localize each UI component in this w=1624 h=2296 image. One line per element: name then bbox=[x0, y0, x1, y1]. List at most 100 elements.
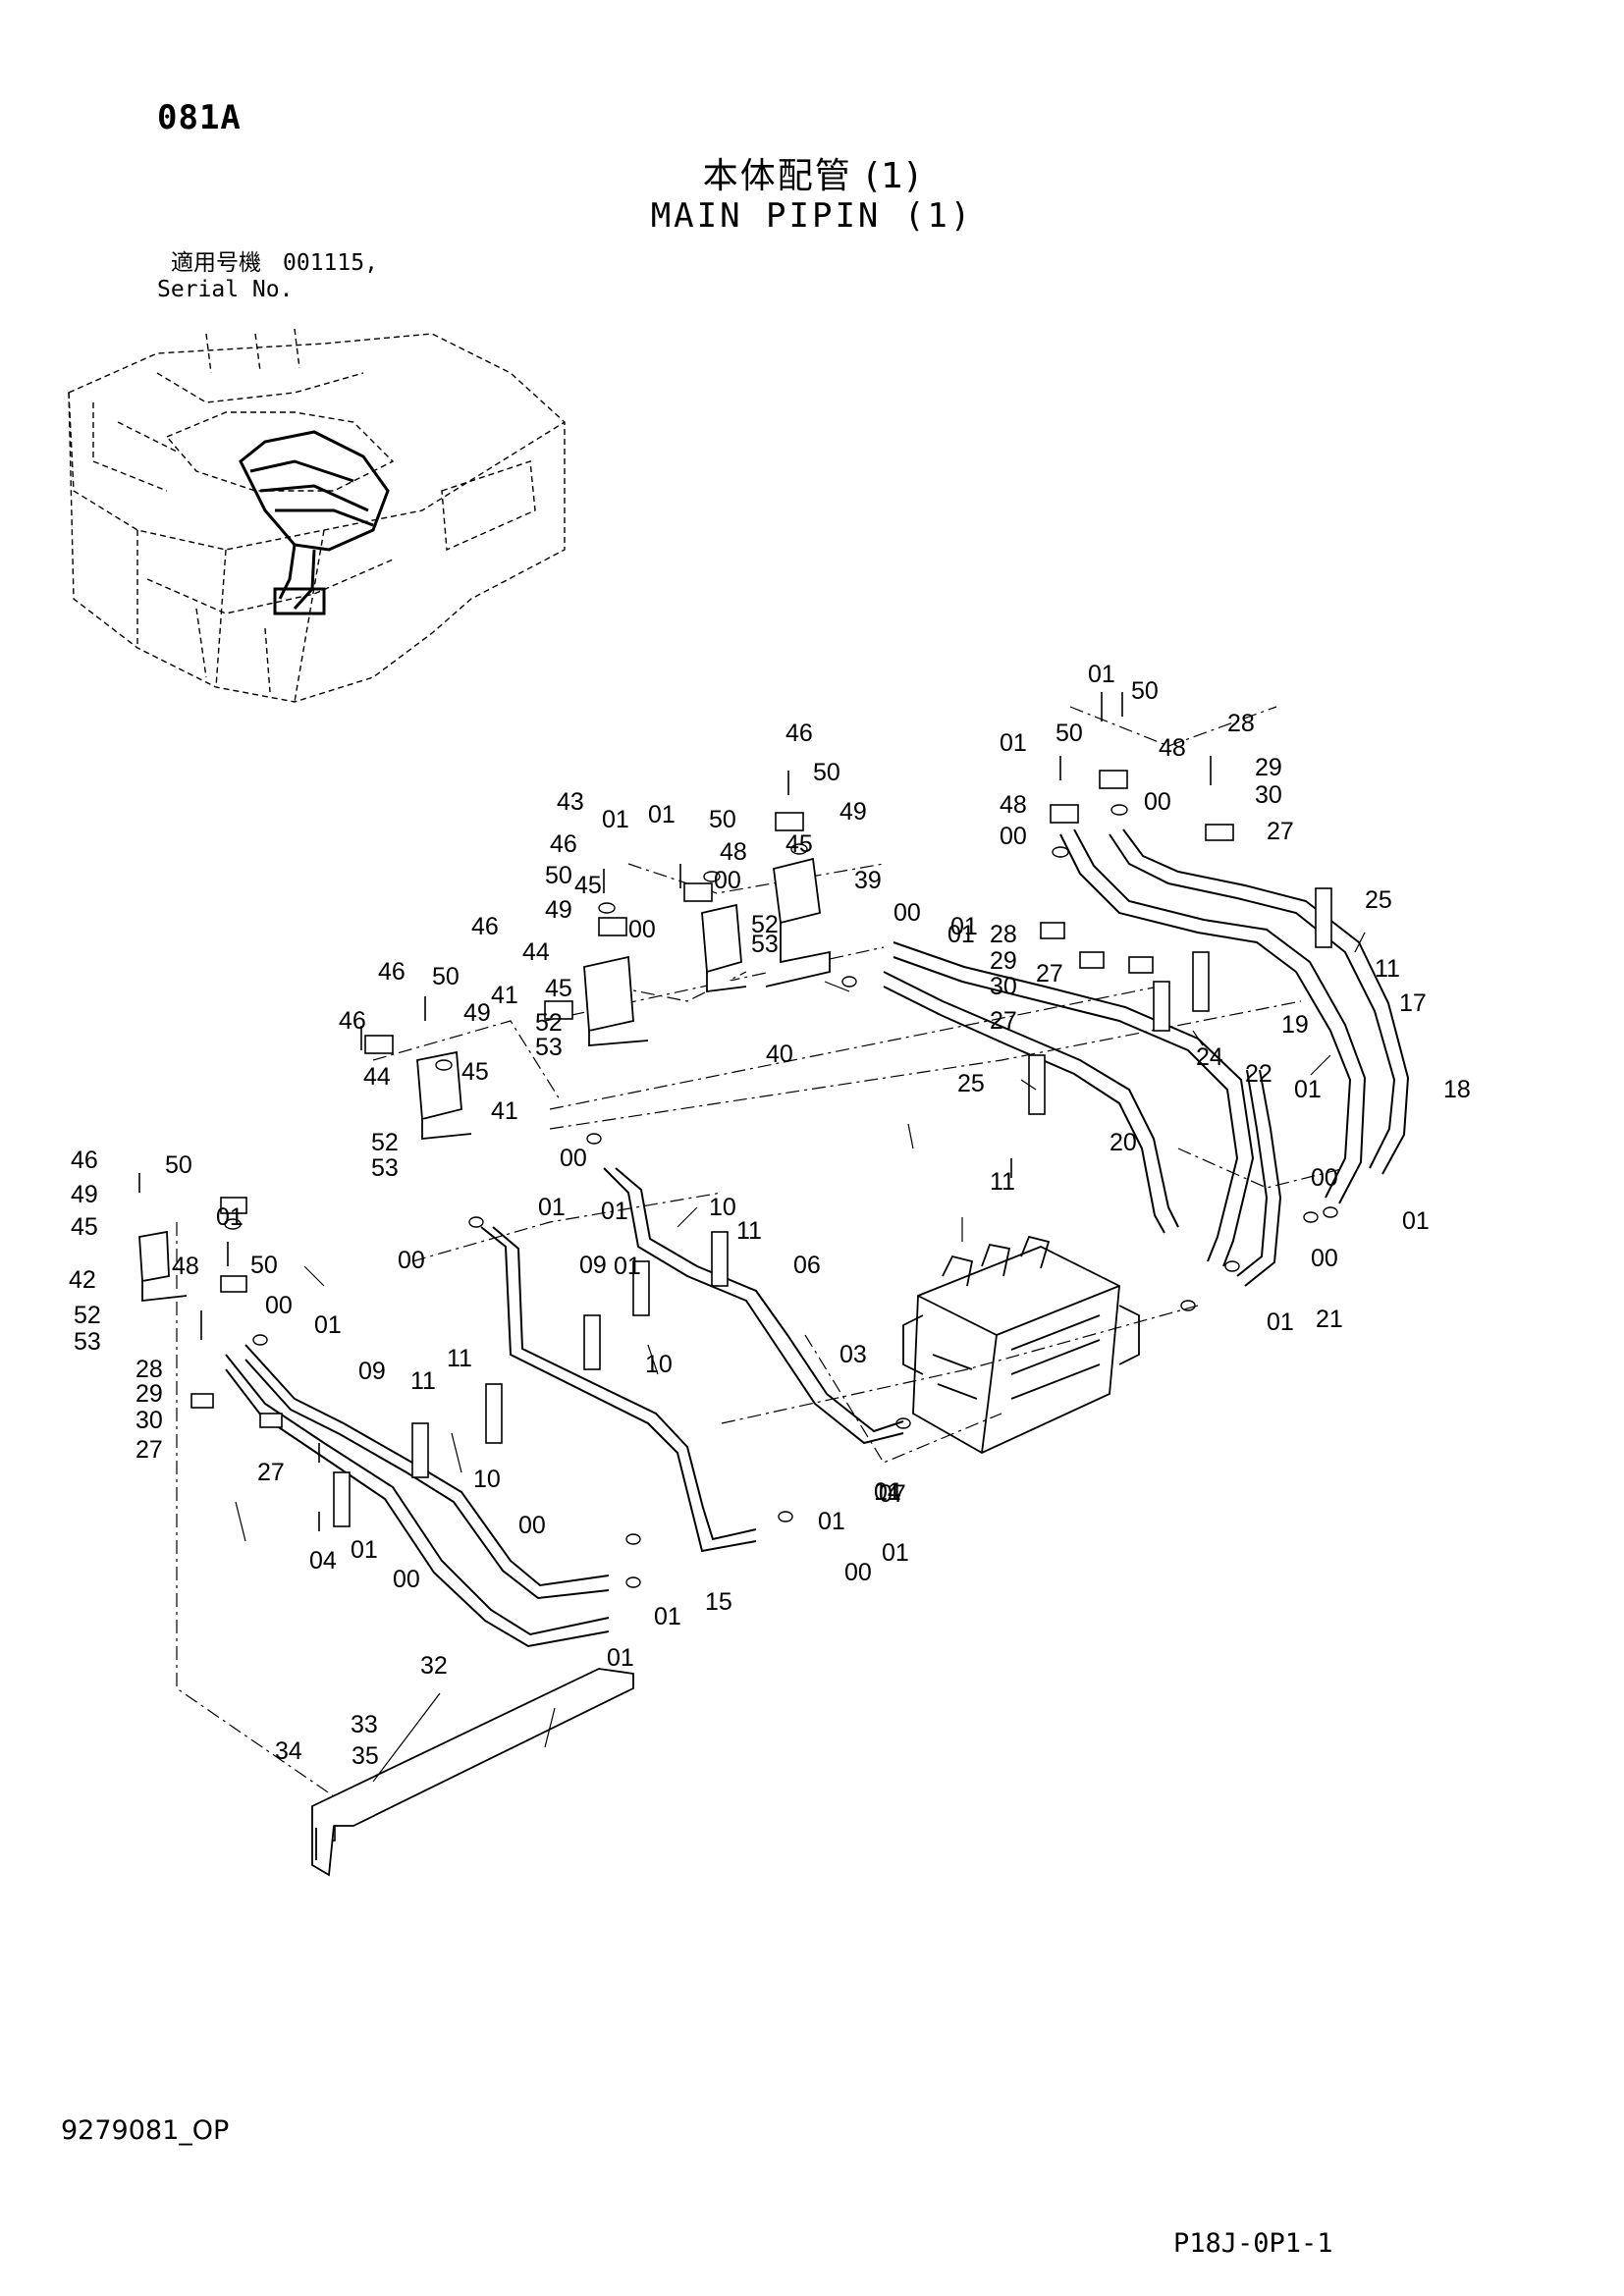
callout: 50 bbox=[1056, 720, 1083, 747]
callout: 45 bbox=[461, 1058, 489, 1086]
callout: 30 bbox=[1255, 781, 1282, 809]
callout: 45 bbox=[574, 872, 602, 899]
callout: 29 bbox=[135, 1380, 163, 1408]
callout: 48 bbox=[1000, 791, 1027, 819]
callout: 49 bbox=[463, 999, 491, 1027]
callout: 46 bbox=[71, 1147, 98, 1174]
callout: 20 bbox=[1110, 1129, 1137, 1156]
callout: 01 bbox=[601, 1198, 628, 1225]
callout: 35 bbox=[352, 1742, 379, 1770]
callout: 01 bbox=[314, 1311, 342, 1339]
callout: 03 bbox=[839, 1341, 867, 1368]
callout: 44 bbox=[363, 1063, 391, 1091]
callout: 46 bbox=[550, 830, 577, 858]
callout: 48 bbox=[1159, 734, 1186, 762]
callout: 01 bbox=[614, 1253, 641, 1280]
callout: 24 bbox=[1196, 1043, 1223, 1071]
callout: 01 bbox=[216, 1203, 244, 1231]
callout: 01 bbox=[1088, 661, 1115, 688]
reference-lines bbox=[176, 706, 1346, 1797]
callout: 42 bbox=[69, 1266, 96, 1294]
callout: 28 bbox=[1227, 710, 1255, 737]
callout: 00 bbox=[1311, 1245, 1338, 1272]
callout: 01 bbox=[1402, 1207, 1430, 1235]
callout: 15 bbox=[705, 1588, 732, 1616]
callout: 10 bbox=[473, 1466, 501, 1493]
callout: 01 bbox=[874, 1478, 901, 1506]
callout: 32 bbox=[420, 1652, 448, 1680]
callout: 40 bbox=[766, 1041, 793, 1068]
callout: 18 bbox=[1443, 1076, 1471, 1103]
serial-value: 001115, bbox=[283, 250, 378, 276]
callout: 09 bbox=[358, 1358, 386, 1385]
callout: 45 bbox=[71, 1213, 98, 1241]
callout: 50 bbox=[813, 759, 840, 786]
frame-rail bbox=[311, 1668, 634, 1877]
callout: 27 bbox=[1036, 960, 1063, 988]
callout: 01 bbox=[950, 913, 978, 940]
callout: 01 bbox=[947, 921, 975, 948]
callout: 07 bbox=[879, 1480, 906, 1508]
callout: 22 bbox=[1245, 1060, 1272, 1088]
callout: 00 bbox=[1144, 788, 1171, 816]
page-code: 081A bbox=[157, 98, 242, 137]
callout: 00 bbox=[844, 1559, 872, 1586]
callout: 11 bbox=[410, 1367, 436, 1395]
callout: 34 bbox=[275, 1737, 302, 1765]
callout: 01 bbox=[654, 1603, 681, 1630]
leader-lines bbox=[235, 932, 1366, 1783]
callout: 28 bbox=[990, 921, 1017, 948]
callout: 53 bbox=[751, 931, 779, 958]
control-valve bbox=[902, 1235, 1140, 1455]
callout: 43 bbox=[557, 788, 584, 816]
callout: 29 bbox=[990, 947, 1017, 975]
callout: 30 bbox=[990, 973, 1017, 1000]
callout: 29 bbox=[1255, 754, 1282, 781]
callout: 00 bbox=[714, 867, 741, 894]
callout: 25 bbox=[1365, 886, 1392, 914]
document-id: 9279081_OP bbox=[61, 2115, 230, 2146]
valve-blocks bbox=[138, 857, 831, 1303]
o-rings bbox=[224, 804, 1338, 1588]
callout: 00 bbox=[393, 1566, 420, 1593]
pipes bbox=[225, 828, 1410, 1648]
callout: 41 bbox=[491, 1097, 518, 1125]
callout: 27 bbox=[990, 1007, 1017, 1035]
callout: 44 bbox=[522, 938, 550, 966]
callout: 21 bbox=[1316, 1306, 1343, 1333]
callout: 04 bbox=[309, 1547, 337, 1575]
callout: 01 bbox=[648, 801, 676, 828]
callout: 27 bbox=[135, 1436, 163, 1464]
callout: 00 bbox=[398, 1247, 425, 1274]
callout: 11 bbox=[990, 1168, 1015, 1196]
callout: 01 bbox=[1294, 1076, 1322, 1103]
callout: 45 bbox=[785, 830, 813, 858]
callout: 28 bbox=[135, 1356, 163, 1383]
callout: 46 bbox=[378, 958, 406, 986]
callout: 11 bbox=[736, 1217, 762, 1245]
callout: 49 bbox=[839, 798, 867, 826]
callout: 00 bbox=[518, 1512, 546, 1539]
callout: 53 bbox=[74, 1328, 101, 1356]
callout: 49 bbox=[71, 1181, 98, 1208]
callout: 50 bbox=[709, 806, 736, 833]
callout: 52 bbox=[371, 1129, 399, 1156]
callout: 17 bbox=[1399, 989, 1427, 1017]
callout: 00 bbox=[1311, 1164, 1338, 1192]
callout: 48 bbox=[720, 838, 747, 866]
callout: 39 bbox=[854, 867, 882, 894]
callout: 10 bbox=[709, 1194, 736, 1221]
callout: 00 bbox=[1000, 823, 1027, 850]
callout: 50 bbox=[432, 963, 460, 990]
callout: 48 bbox=[172, 1253, 199, 1280]
callout: 46 bbox=[471, 913, 499, 940]
callout: 25 bbox=[957, 1070, 985, 1097]
callout: 01 bbox=[538, 1194, 566, 1221]
callout: 46 bbox=[785, 720, 813, 747]
callout: 46 bbox=[339, 1007, 366, 1035]
callout: 01 bbox=[1000, 729, 1027, 757]
callout: 11 bbox=[447, 1345, 472, 1372]
callout: 14 bbox=[874, 1478, 901, 1506]
